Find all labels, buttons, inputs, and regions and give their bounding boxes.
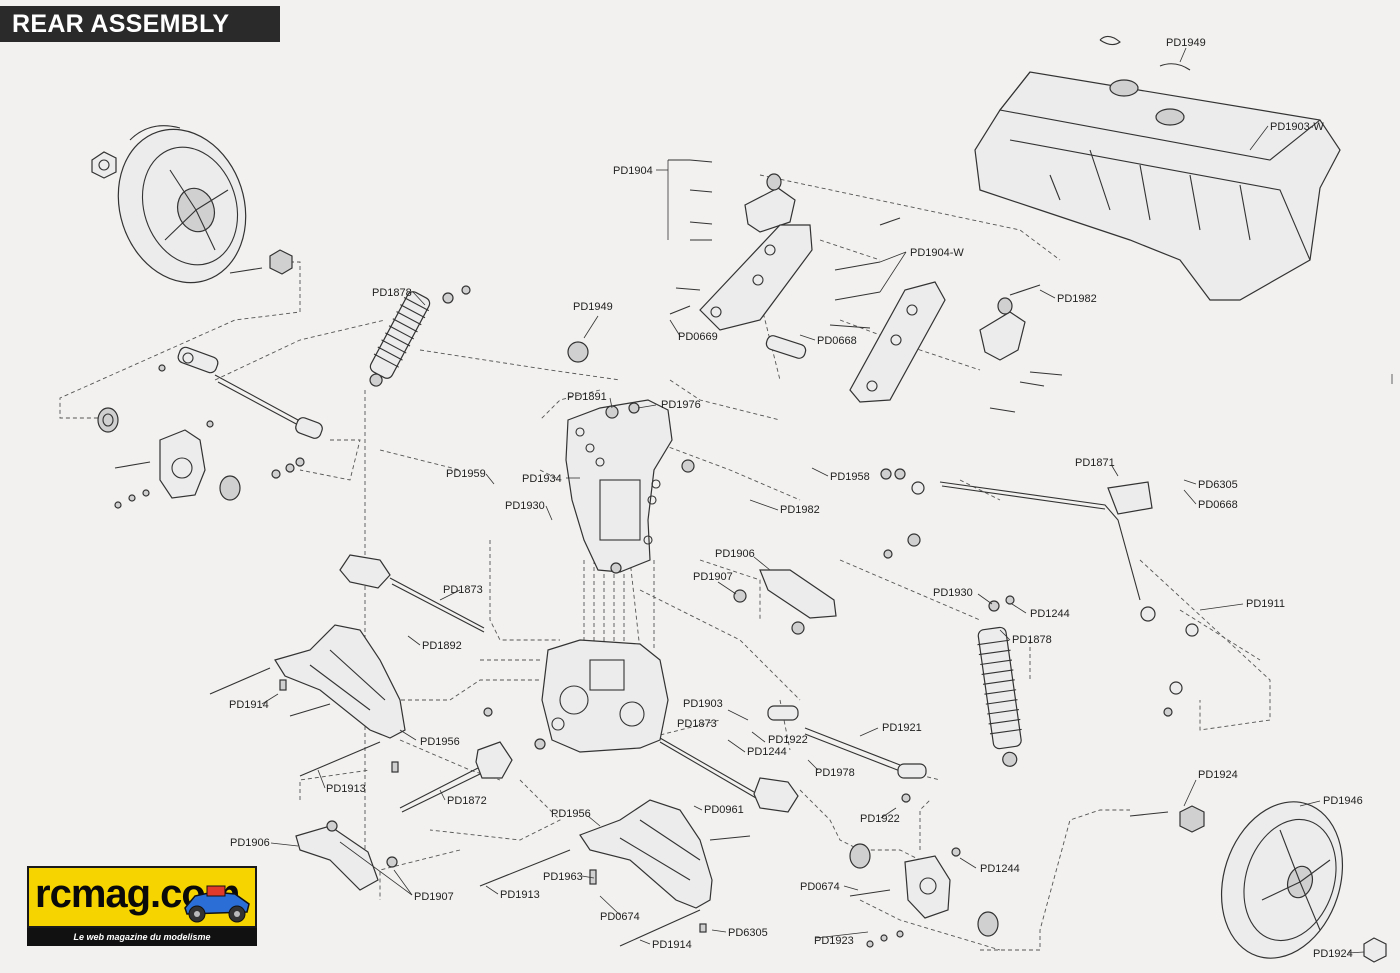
part-label: PD1959 (446, 468, 486, 480)
hub-carrier-left (97, 346, 323, 509)
part-label: PD1922 (768, 734, 808, 746)
part-label: PD1982 (780, 504, 820, 516)
part-label: PD1978 (815, 767, 855, 779)
part-label: PD1913 (326, 783, 366, 795)
part-label: PD1904 (613, 165, 653, 177)
part-label: PD0669 (678, 331, 718, 343)
part-label: PD1913 (500, 889, 540, 901)
logo-tagline: Le web magazine du modelisme (27, 928, 257, 946)
rear-shock-left (369, 285, 471, 387)
part-label: PD1976 (661, 399, 701, 411)
logo-badge: rcmag.com (27, 866, 257, 928)
part-label: PD1244 (980, 863, 1020, 875)
part-label: PD1924 (1198, 769, 1238, 781)
part-label: PD1949 (573, 301, 613, 313)
rear-wing (974, 35, 1341, 301)
part-label: PD1982 (1057, 293, 1097, 305)
part-label: PD1924 (1313, 948, 1353, 960)
rear-wheel-right (1129, 801, 1387, 963)
gearbox (483, 639, 669, 753)
part-label: PD1963 (543, 871, 583, 883)
part-label: PD1956 (551, 808, 591, 820)
part-label: PD6305 (728, 927, 768, 939)
suspension-arm-left (209, 624, 406, 777)
part-label: PD1878 (1012, 634, 1052, 646)
part-label: PD1244 (747, 746, 787, 758)
part-label: PD1892 (422, 640, 462, 652)
rc-car-icon (184, 885, 250, 923)
part-label: PD1873 (677, 718, 717, 730)
part-label: PD1878 (372, 287, 412, 299)
part-label: PD1914 (229, 699, 269, 711)
part-label: PD1949 (1166, 37, 1206, 49)
part-label: PD0668 (1198, 499, 1238, 511)
rear-wheel-left (91, 125, 293, 284)
page-title: REAR ASSEMBLY (0, 6, 280, 42)
part-label: PD1930 (933, 587, 973, 599)
part-label: PD0674 (600, 911, 640, 923)
part-label: PD1906 (230, 837, 270, 849)
part-label: PD1891 (567, 391, 607, 403)
part-label: PD1922 (860, 813, 900, 825)
part-label: PD1907 (414, 891, 454, 903)
part-label: PD1956 (420, 736, 460, 748)
part-label: PD1921 (882, 722, 922, 734)
part-label: PD1911 (1246, 598, 1285, 610)
scan-mark (1391, 374, 1393, 384)
part-label: PD6305 (1198, 479, 1238, 491)
part-label: PD1903-W (1270, 121, 1324, 133)
hub-carrier-right (849, 793, 999, 948)
link-plates (295, 569, 837, 891)
driveline (339, 554, 927, 813)
part-label: PD1244 (1030, 608, 1070, 620)
part-label: PD1904-W (910, 247, 964, 259)
part-label: PD1872 (447, 795, 487, 807)
part-label: PD1906 (715, 548, 755, 560)
assembly-guide-lines (59, 174, 1271, 951)
part-label: PD0961 (704, 804, 744, 816)
suspension-arm-right (479, 799, 751, 947)
label-leaders (261, 47, 1365, 954)
part-label: PD1930 (505, 500, 545, 512)
rear-shock-right (977, 595, 1022, 767)
part-label: PD1907 (693, 571, 733, 583)
part-label: PD1958 (830, 471, 870, 483)
part-label: PD1873 (443, 584, 483, 596)
part-label: PD1914 (652, 939, 692, 951)
part-label: PD1946 (1323, 795, 1363, 807)
wing-mount (668, 159, 1063, 413)
part-label: PD1903 (683, 698, 723, 710)
part-label: PD1923 (814, 935, 854, 947)
part-labels: PD1949PD1903-WPD1904PD1904-WPD1982PD1878… (229, 37, 1363, 960)
anti-roll-bar (880, 468, 1199, 717)
part-label: PD1871 (1075, 457, 1115, 469)
rcmag-logo: rcmag.com Le web magazine du modelisme (27, 866, 257, 950)
part-label: PD1934 (522, 473, 562, 485)
part-label: PD0674 (800, 881, 840, 893)
part-label: PD0668 (817, 335, 857, 347)
shock-tower (565, 341, 695, 574)
